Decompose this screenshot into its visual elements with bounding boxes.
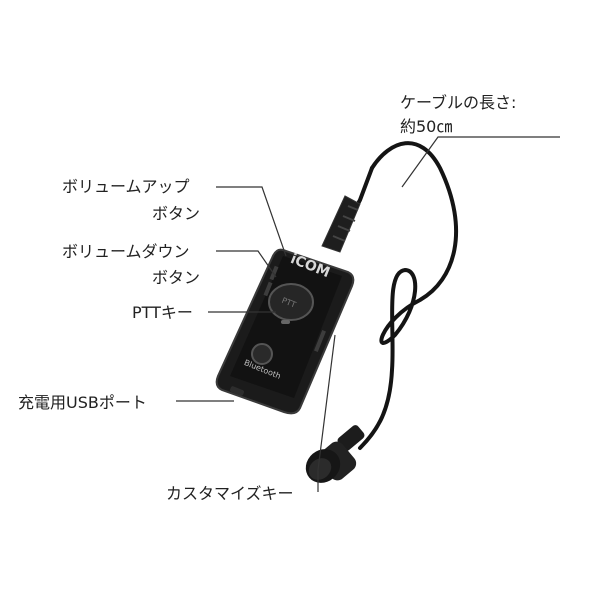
usb-port: [229, 386, 245, 396]
customize-key[interactable]: [314, 330, 326, 352]
volume-up-label-line2: ボタン: [152, 204, 201, 223]
leader-cable: [401, 136, 560, 188]
ptt-button[interactable]: [268, 283, 314, 321]
cable-length-label: ケーブルの長さ:: [400, 93, 517, 112]
usb-port-label: 充電用USBポート: [18, 393, 147, 412]
cable-length-value: 約50㎝: [400, 117, 453, 136]
custom-key-label: カスタマイズキー: [166, 484, 294, 503]
ptt-key-label: PTTキー: [132, 303, 193, 322]
remote-unit: [215, 248, 355, 415]
volume-up-button[interactable]: [269, 265, 279, 281]
volume-down-label-line2: ボタン: [152, 268, 201, 287]
leader-lines: [176, 136, 560, 492]
volume-down-button[interactable]: [263, 281, 273, 297]
leader-custom: [317, 334, 336, 492]
earphone: [305, 425, 365, 483]
leader-volume-down: [216, 250, 277, 278]
earphone-cable: [358, 141, 459, 450]
cable-strain-relief: [321, 195, 361, 253]
function-button[interactable]: [251, 343, 273, 365]
leader-volume-up: [216, 186, 287, 257]
volume-down-label: ボリュームダウン: [62, 242, 190, 261]
led-indicator: [281, 320, 290, 324]
volume-up-label: ボリュームアップ: [62, 177, 190, 196]
